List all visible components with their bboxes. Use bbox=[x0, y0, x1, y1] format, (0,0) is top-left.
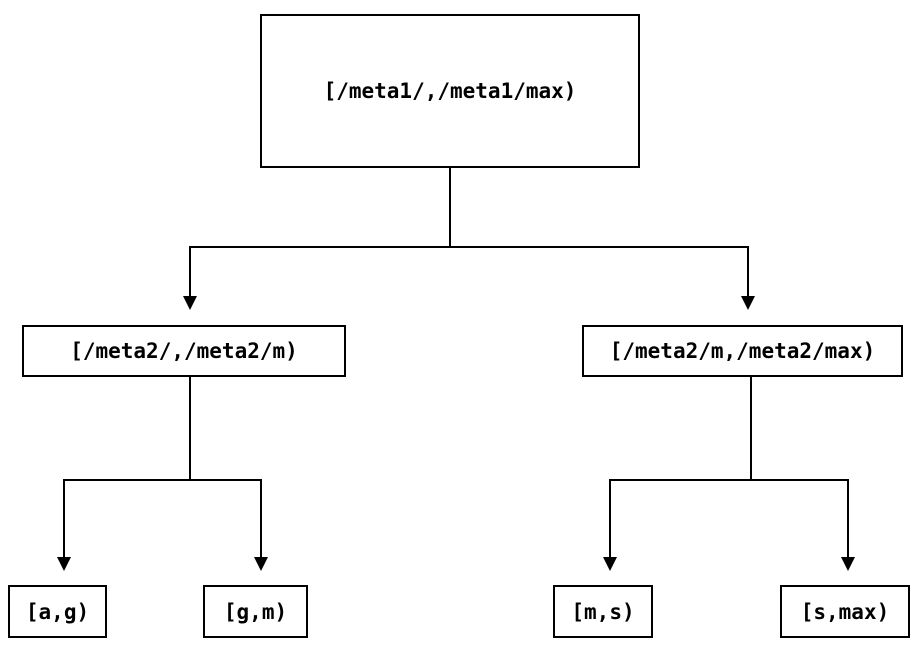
arrowhead-to-leaf-gm bbox=[254, 557, 268, 571]
arrowhead-to-leaf-ms bbox=[603, 557, 617, 571]
node-left-label: [/meta2/,/meta2/m) bbox=[70, 339, 298, 363]
edge-right-branch bbox=[609, 479, 849, 558]
edge-root-branch bbox=[189, 246, 749, 297]
node-leaf-smax-label: [s,max) bbox=[800, 599, 890, 624]
node-right-child: [/meta2/m,/meta2/max) bbox=[582, 325, 903, 377]
node-leaf-ms: [m,s) bbox=[553, 585, 653, 638]
edge-left-branch bbox=[63, 479, 262, 558]
node-leaf-ms-label: [m,s) bbox=[571, 599, 635, 624]
arrowhead-to-leaf-smax bbox=[841, 557, 855, 571]
node-root: [/meta1/,/meta1/max) bbox=[260, 14, 640, 168]
node-leaf-gm: [g,m) bbox=[203, 585, 308, 638]
node-leaf-smax: [s,max) bbox=[780, 585, 910, 638]
arrowhead-to-leaf-ag bbox=[57, 557, 71, 571]
node-root-label: [/meta1/,/meta1/max) bbox=[323, 79, 577, 103]
node-right-label: [/meta2/m,/meta2/max) bbox=[609, 339, 876, 363]
node-left-child: [/meta2/,/meta2/m) bbox=[22, 325, 346, 377]
arrowhead-to-left bbox=[183, 296, 197, 310]
node-leaf-gm-label: [g,m) bbox=[223, 599, 288, 624]
arrowhead-to-right bbox=[741, 296, 755, 310]
node-leaf-ag: [a,g) bbox=[8, 585, 107, 638]
node-leaf-ag-label: [a,g) bbox=[25, 599, 90, 624]
